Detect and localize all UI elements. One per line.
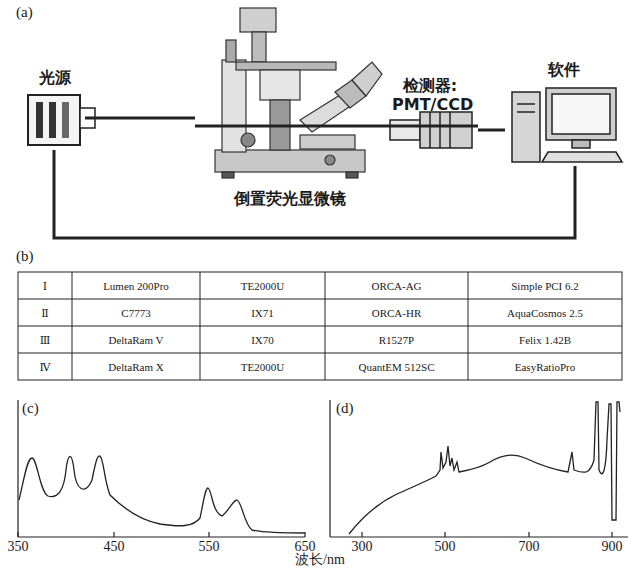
table-cell: Ⅰ	[43, 279, 47, 291]
node-label: 光源	[39, 68, 71, 87]
component-node: 软件	[505, 60, 623, 166]
cable-line	[54, 150, 575, 238]
cable-line	[478, 129, 505, 132]
cable-line	[195, 125, 478, 128]
chart-c-axes	[18, 400, 305, 537]
table-cell: IX70	[251, 333, 274, 345]
axis-label: 900	[602, 539, 623, 554]
microscope-drawing	[215, 8, 382, 178]
component-node: 倒置荧光显微镜	[195, 4, 385, 208]
table-cell: TE2000U	[241, 279, 284, 291]
chart-d-axes	[330, 400, 628, 537]
table-cell: QuantEM 512SC	[358, 360, 434, 372]
table-cell: Felix 1.42B	[519, 333, 571, 345]
table-cell: Simple PCI 6.2	[511, 279, 579, 291]
table-cell: Ⅳ	[40, 360, 51, 372]
table-cell: C7773	[121, 306, 150, 318]
mercury-spectrum-curve	[19, 456, 305, 533]
table-cell: EasyRatioPro	[515, 360, 576, 372]
table-cell: DeltaRam V	[108, 333, 163, 345]
axis-label: 450	[104, 539, 125, 554]
panel-label: (c)	[22, 400, 39, 417]
table-cell: ORCA-AG	[371, 279, 421, 291]
axis-label: 波长/nm	[295, 552, 345, 567]
axis-label: 300	[352, 539, 373, 554]
cable-line	[85, 117, 195, 120]
table-cell: AquaCosmos 2.5	[507, 306, 583, 318]
panel-label: (d)	[336, 400, 354, 417]
axis-label: 550	[199, 539, 220, 554]
component-node: 光源	[25, 68, 85, 150]
panel-label: (a)	[16, 4, 33, 21]
table-cell: DeltaRam X	[108, 360, 163, 372]
axis-label: 500	[435, 539, 456, 554]
table-cell: Ⅲ	[40, 333, 51, 345]
camera-icon	[390, 112, 472, 148]
table-cell: Ⅱ	[41, 306, 48, 318]
computer-icon	[512, 88, 622, 162]
axis-label: 700	[519, 539, 540, 554]
table-grid	[18, 272, 622, 380]
component-node: 检测器: PMT/CCD	[382, 76, 478, 152]
node-label: 检测器: PMT/CCD	[392, 76, 468, 114]
table-cell: Lumen 200Pro	[103, 279, 169, 291]
light-source-icon	[28, 95, 95, 145]
table-cell: R1527P	[379, 333, 414, 345]
table-cell: ORCA-HR	[372, 306, 422, 318]
xenon-spectrum-curve	[349, 402, 620, 534]
table-cell: IX71	[251, 306, 274, 318]
node-label: 倒置荧光显微镜	[234, 189, 346, 208]
node-label: 软件	[548, 60, 580, 79]
axis-label: 350	[8, 539, 29, 554]
table-cell: TE2000U	[241, 360, 284, 372]
panel-label: (b)	[16, 248, 34, 265]
